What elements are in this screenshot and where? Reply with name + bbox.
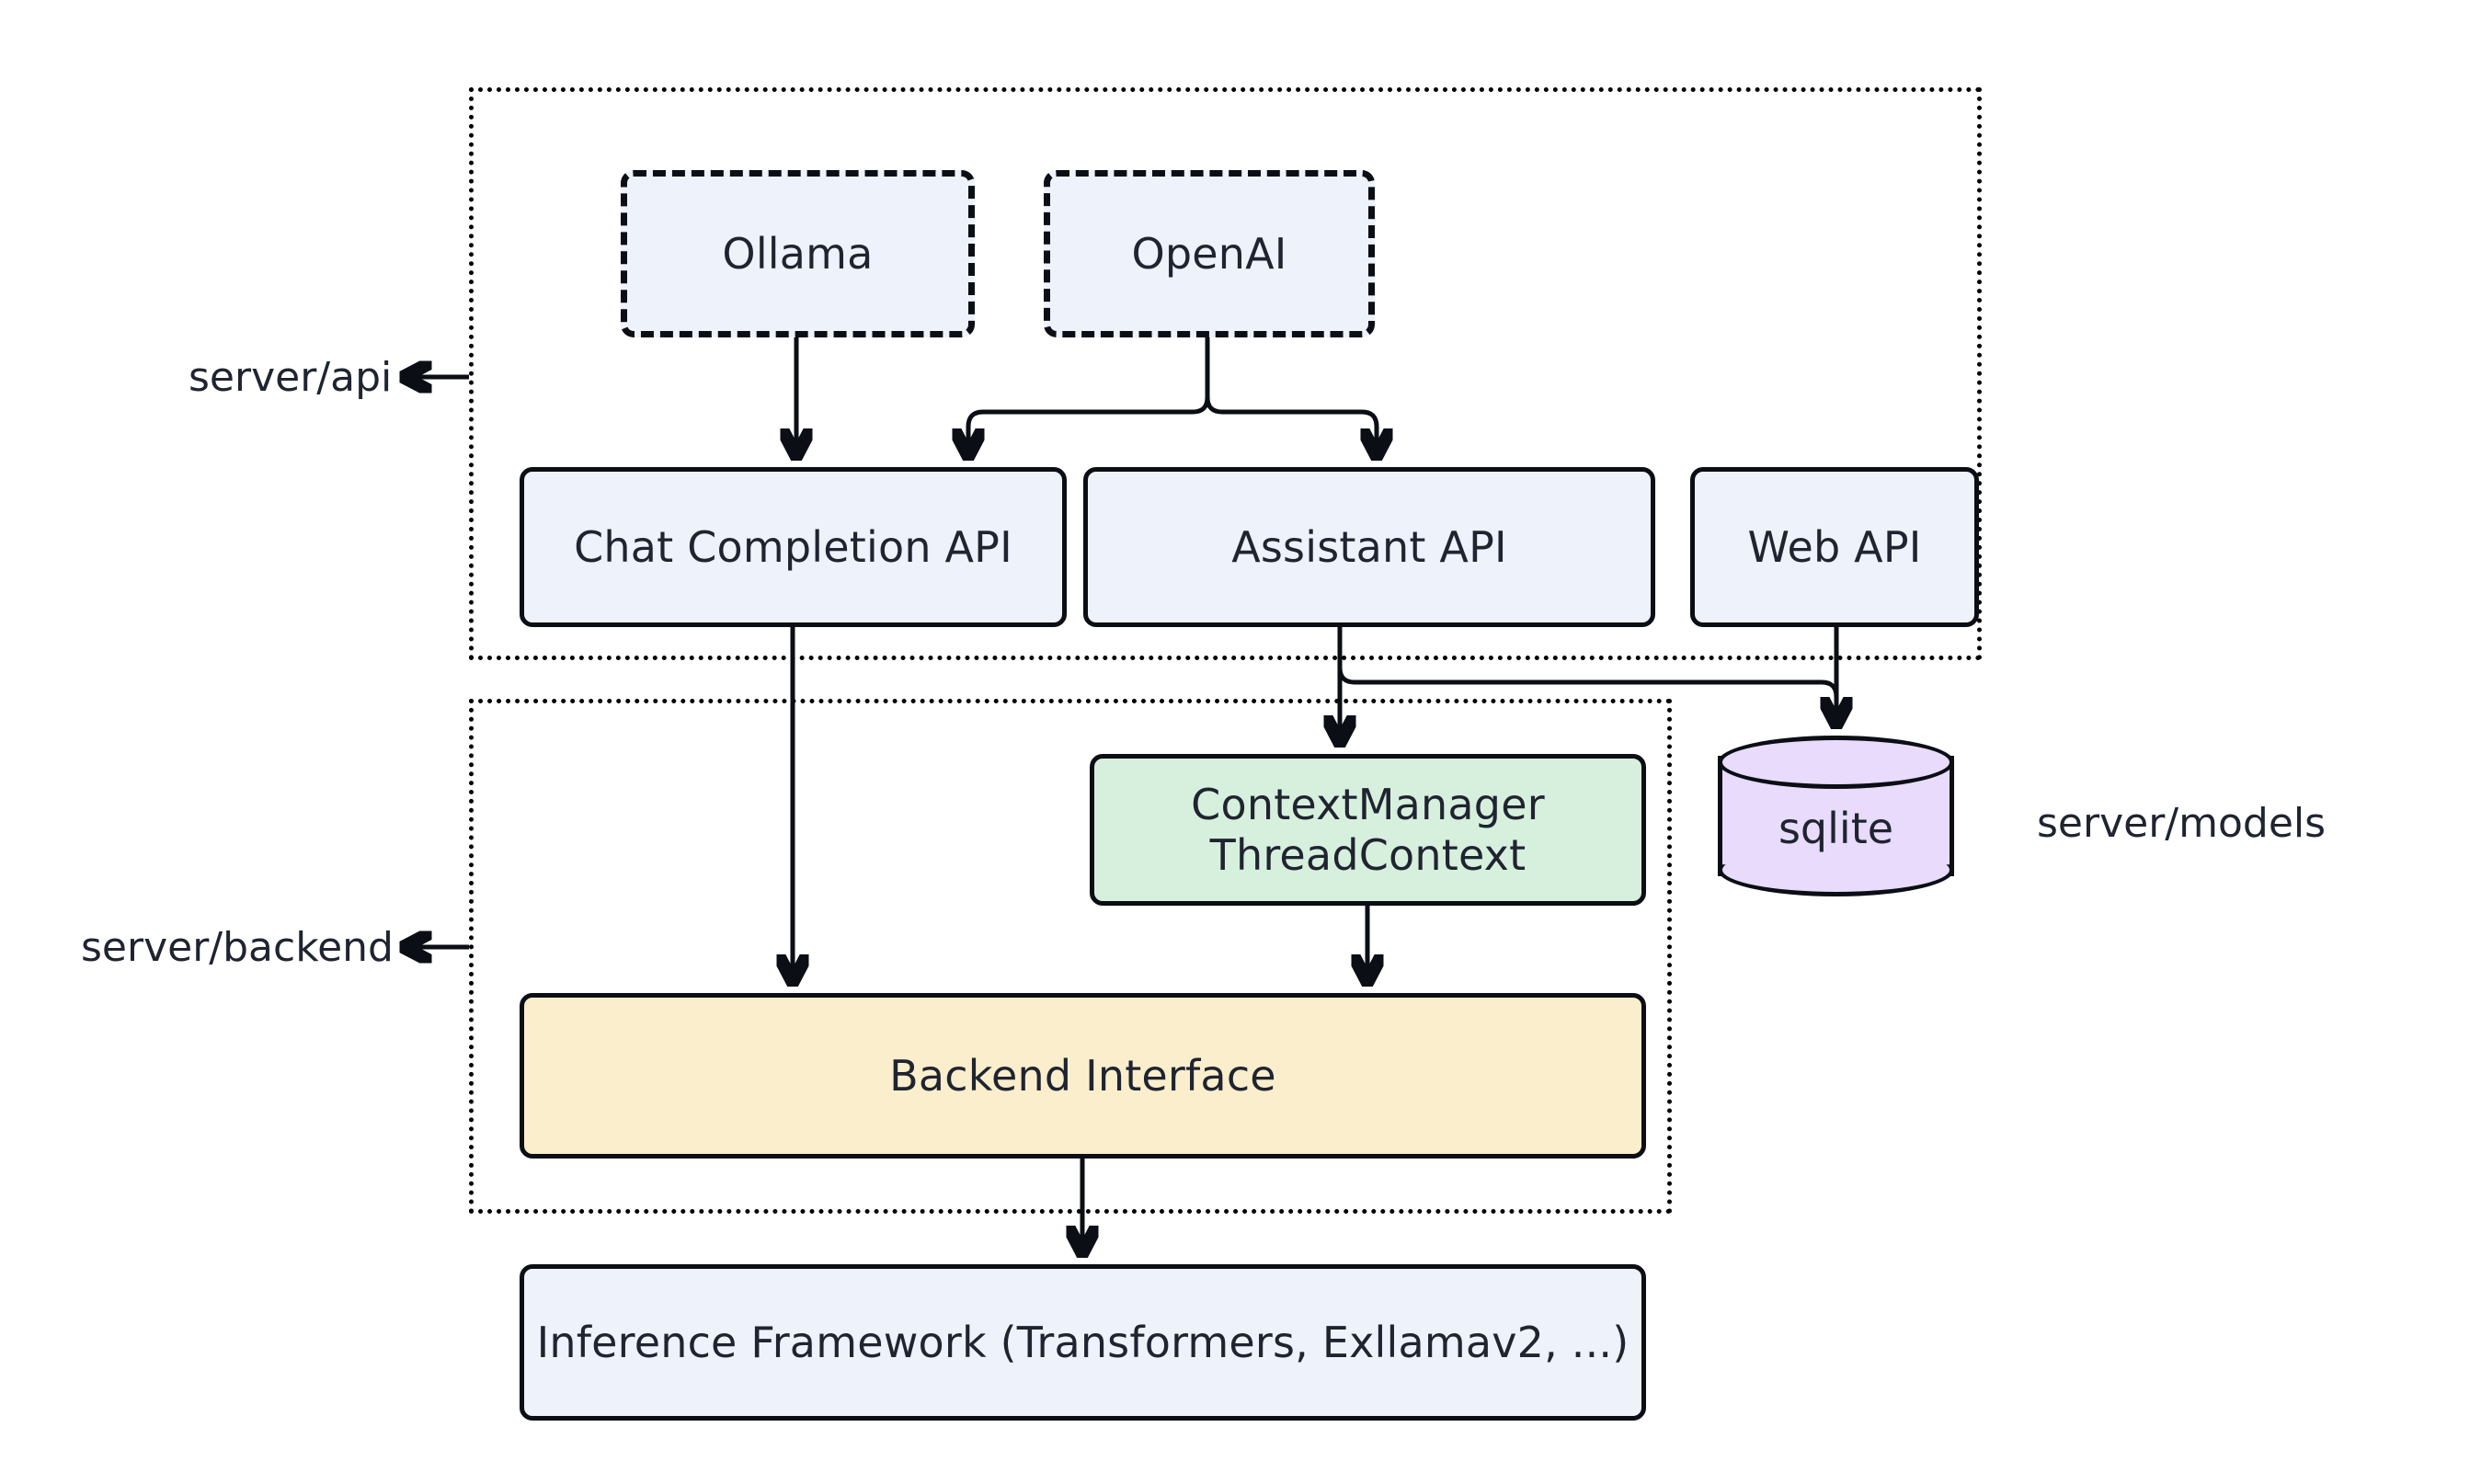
sqlite-cylinder-top bbox=[1718, 736, 1954, 789]
node-openai-label: OpenAI bbox=[1131, 228, 1287, 279]
node-web-api-label: Web API bbox=[1747, 521, 1922, 572]
node-sqlite-label: sqlite bbox=[1778, 803, 1894, 853]
node-chat-completion-api[interactable]: Chat Completion API bbox=[520, 467, 1067, 627]
node-ollama-label: Ollama bbox=[722, 228, 874, 279]
node-backend-interface[interactable]: Backend Interface bbox=[520, 993, 1646, 1159]
node-assistant-api[interactable]: Assistant API bbox=[1083, 467, 1655, 627]
node-backend-interface-label: Backend Interface bbox=[889, 1050, 1276, 1101]
node-assistant-api-label: Assistant API bbox=[1231, 521, 1507, 572]
node-openai[interactable]: OpenAI bbox=[1044, 170, 1375, 337]
node-sqlite[interactable]: sqlite bbox=[1718, 736, 1954, 896]
node-web-api[interactable]: Web API bbox=[1690, 467, 1979, 627]
node-inference-framework[interactable]: Inference Framework (Transformers, Exlla… bbox=[520, 1264, 1646, 1421]
group-label-server-api: server/api bbox=[189, 354, 393, 401]
group-server-api bbox=[469, 87, 1982, 660]
node-inference-framework-label: Inference Framework (Transformers, Exlla… bbox=[536, 1317, 1630, 1367]
node-ollama[interactable]: Ollama bbox=[621, 170, 975, 337]
group-server-backend bbox=[469, 699, 1672, 1214]
node-chat-completion-api-label: Chat Completion API bbox=[574, 521, 1012, 572]
group-label-server-models: server/models bbox=[2037, 800, 2327, 847]
node-context-manager-label-line2: ThreadContext bbox=[1209, 829, 1527, 880]
node-context-manager-label-line1: ContextManager bbox=[1191, 780, 1545, 830]
group-label-server-backend: server/backend bbox=[81, 924, 394, 971]
node-context-manager[interactable]: ContextManager ThreadContext bbox=[1090, 754, 1646, 906]
